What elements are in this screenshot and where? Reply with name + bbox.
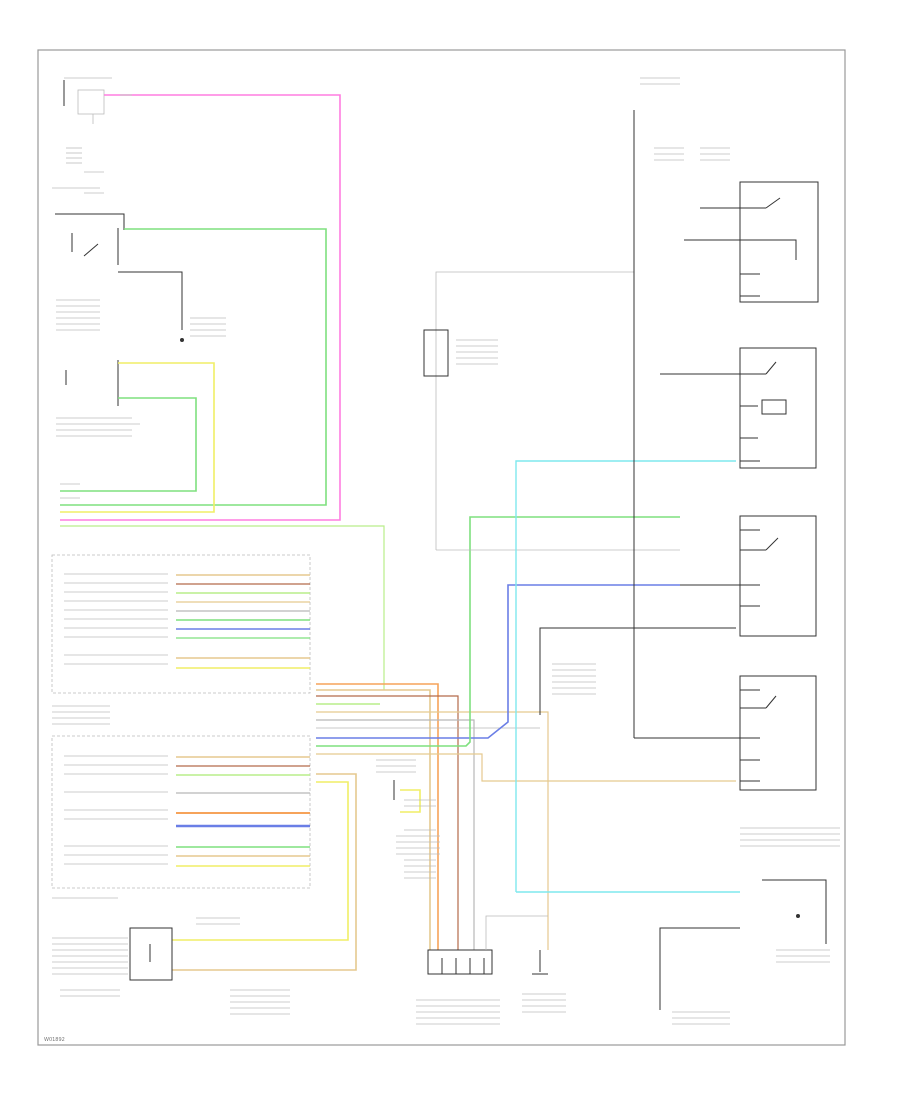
ground-symbol <box>522 950 566 1013</box>
wire-green-sensor <box>60 397 197 492</box>
wire-cyan <box>515 460 736 892</box>
sensor-ground-junction <box>376 759 440 879</box>
harness-bundle <box>172 516 736 971</box>
engine-coolant-sensor <box>52 77 112 194</box>
wire-lime-long <box>60 525 385 690</box>
engine-control-module-upper <box>51 554 311 694</box>
pedal-position-sensor <box>52 917 290 1015</box>
relay-3 <box>680 515 817 637</box>
relay-2 <box>660 347 817 469</box>
ac-pressure-switch <box>55 213 226 342</box>
relay-feed <box>539 627 736 715</box>
relay-4 <box>634 675 817 791</box>
footer-code: W01892 <box>44 1037 65 1043</box>
relay-column-bus <box>633 77 730 738</box>
ac-compressor-connector <box>416 915 548 1025</box>
wire-pink <box>60 94 341 521</box>
wire-yellow <box>60 362 215 513</box>
engine-control-module-lower <box>51 705 311 899</box>
center-fuse-relay <box>423 271 680 551</box>
fan-control-component <box>659 879 830 1025</box>
diagram-frame <box>37 49 846 1046</box>
right-component-caption <box>740 827 840 847</box>
relay-1 <box>684 181 819 303</box>
wire-green <box>60 228 327 506</box>
